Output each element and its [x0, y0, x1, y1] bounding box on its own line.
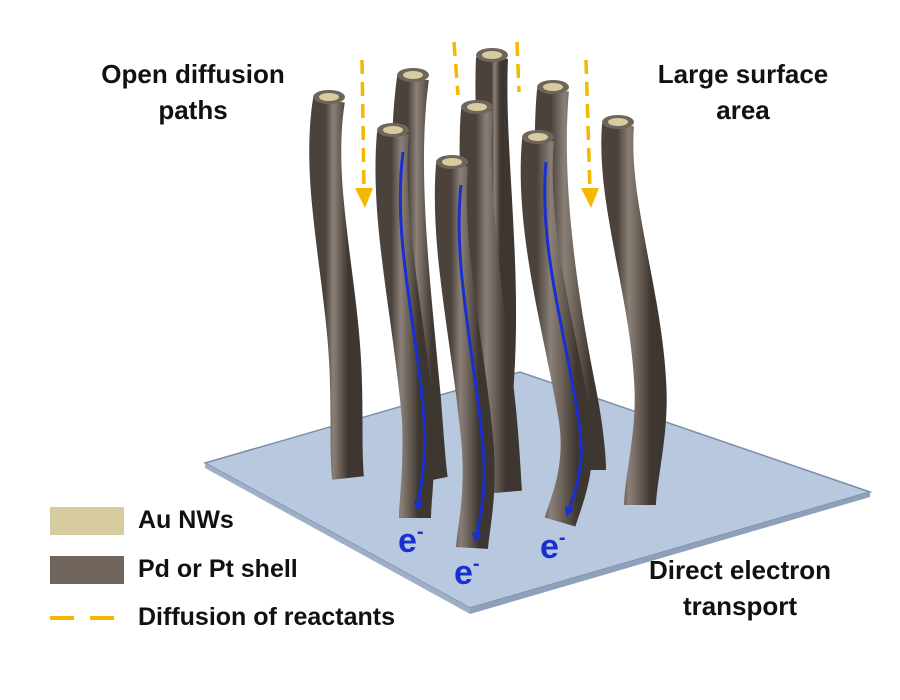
legend-au-text: Au NWs [138, 506, 234, 534]
electron-label-1: e- [398, 521, 424, 560]
open-diffusion-label: Open diffusion paths [78, 56, 308, 128]
nanowire-front-3 [520, 130, 593, 527]
nanowire-right [601, 115, 667, 506]
surface-area-line1: Large surface [657, 59, 829, 89]
diffusion-arrow-1 [355, 59, 373, 208]
surface-area-label: Large surface area [628, 56, 858, 128]
open-diffusion-line1: Open diffusion [101, 59, 285, 89]
electron-transport-line2: transport [682, 591, 798, 621]
legend-diffusion-text: Diffusion of reactants [138, 603, 395, 631]
nanowire-mid [459, 100, 522, 494]
legend-shell: Pd or Pt shell [50, 555, 298, 584]
substrate-edge-left [205, 463, 470, 614]
legend-shell-text: Pd or Pt shell [138, 555, 298, 583]
nanowire-front-1 [375, 123, 435, 519]
diffusion-arrow-3 [515, 41, 521, 93]
legend-diffusion: Diffusion of reactants [50, 603, 395, 632]
electron-transport-label: Direct electron transport [620, 552, 860, 624]
diffusion-arrow-2 [452, 41, 460, 96]
au-swatch [50, 506, 124, 535]
substrate-edge [470, 492, 870, 614]
nanowire-left [309, 90, 364, 480]
electron-arrow-3 [543, 161, 583, 517]
nanowire-front-2 [434, 155, 495, 550]
diffusion-arrow-4 [581, 59, 599, 208]
electron-label-2: e- [454, 553, 480, 592]
legend-au: Au NWs [50, 506, 234, 535]
electron-transport-line1: Direct electron [648, 555, 832, 585]
shell-swatch [50, 555, 124, 584]
surface-area-line2: area [716, 95, 770, 125]
diffusion-dash-swatch [50, 604, 124, 632]
electron-arrow-1 [398, 151, 427, 511]
electron-label-3: e- [540, 527, 566, 566]
open-diffusion-line2: paths [158, 95, 228, 125]
electron-arrow-2 [457, 184, 486, 543]
